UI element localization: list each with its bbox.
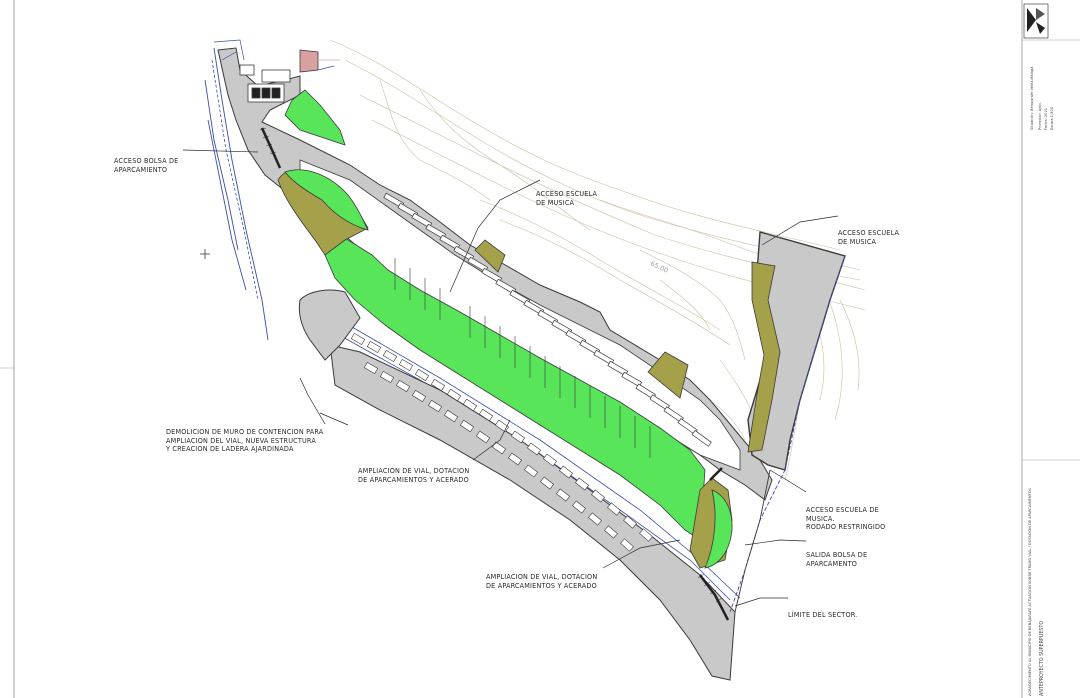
title-block-note-1: Situación: Benajarafe Vélez-Málaga: [1030, 66, 1034, 130]
label-limite: LÍMITE DEL SECTOR.: [788, 610, 858, 620]
title-block-address: AGRADECIMIENTO AL MUNICIPIO DE BENAJARAF…: [1028, 488, 1032, 696]
school-plot-olive: [747, 261, 781, 453]
crosshair-marker: [200, 249, 210, 259]
entrance-buildings: [239, 49, 340, 103]
olive-bump-2: [647, 351, 689, 399]
plot-edge-line: [734, 469, 771, 613]
hatched-edges: [260, 127, 730, 621]
green-strip-parking-lines: [394, 258, 651, 458]
title-block-note-3: Fecha: 2021: [1044, 107, 1048, 130]
green-lens-left: [284, 169, 369, 231]
existing-road-lines: [204, 47, 269, 341]
retaining-area: [298, 289, 361, 361]
olive-bump-1: [474, 239, 506, 273]
logo-mark: [1023, 3, 1049, 39]
title-block-note-2: Promotor: Ayto.: [1038, 102, 1042, 130]
title-block: [1021, 0, 1080, 698]
green-lens-right: [704, 489, 733, 569]
title-block-note-4: Escala 1:500: [1050, 106, 1054, 130]
title-block-project: ANTEPROYECTO SUPERPUESTO: [1040, 620, 1045, 696]
entrance-road-lines: [213, 39, 335, 71]
lower-parking-spaces: [350, 332, 653, 542]
lower-parking-spaces-2: [363, 361, 634, 552]
upper-parking-stripes: [383, 192, 712, 447]
green-entrance-patch: [284, 89, 346, 146]
leader-lines: [182, 149, 839, 607]
